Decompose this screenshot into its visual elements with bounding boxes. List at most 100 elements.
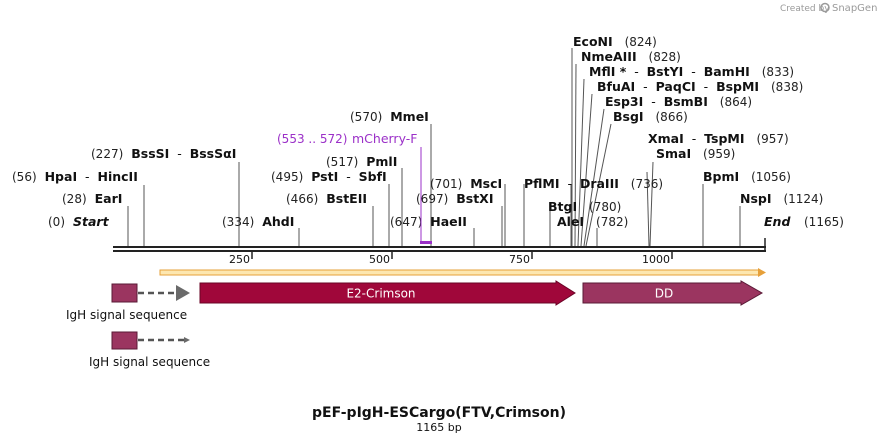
site-position: (1056) [751, 170, 791, 184]
tick-label-250: 250 [229, 253, 250, 266]
enzyme-name: MscI [470, 176, 502, 191]
restriction-site-label[interactable]: (701) MscI [430, 176, 502, 191]
tick-label-1000: 1000 [642, 253, 670, 266]
site-position: (334) [222, 215, 254, 229]
separator: - [338, 169, 358, 184]
map-length: 1165 bp [416, 421, 461, 434]
primer-name: mCherry-F [352, 131, 417, 146]
enzyme-name: NspI [740, 191, 772, 206]
restriction-site-label[interactable]: (56) HpaI - HincII [12, 169, 138, 184]
primer-mark [420, 241, 432, 244]
site-position: (957) [756, 132, 788, 146]
enzyme-name: AhdI [262, 214, 294, 229]
restriction-site-labels: (28) EarI (56) HpaI - HincII (227) BssSI -… [12, 34, 823, 229]
restriction-site-label[interactable]: XmaI - TspMI (957) [648, 131, 789, 146]
restriction-site-label[interactable]: (334) AhdI [222, 214, 294, 229]
separator: - [635, 79, 655, 94]
enzyme-name: BstXI [456, 191, 493, 206]
end-position: (1165) [804, 215, 844, 229]
feature-e2-crimson[interactable]: E2-Crimson [199, 280, 576, 306]
enzyme-name: Esp3I [605, 94, 643, 109]
primer-mcherry-f[interactable]: (553 .. 572) mCherry-F [277, 131, 432, 244]
enzyme-name: AleI [557, 214, 584, 229]
enzyme-name: BstEII [326, 191, 367, 206]
separator: - [696, 79, 716, 94]
enzyme-name: BssSαI [190, 146, 237, 161]
enzyme-name: TspMI [704, 131, 744, 146]
enzyme-name: BsmBI [664, 94, 708, 109]
orf-arrow[interactable] [159, 268, 766, 277]
site-position: (647) [390, 215, 422, 229]
tick-label-750: 750 [509, 253, 530, 266]
site-position: (517) [326, 155, 358, 169]
site-position: (864) [720, 95, 752, 109]
site-position: (697) [416, 192, 448, 206]
separator: - [684, 131, 704, 146]
enzyme-name: BssSI [131, 146, 169, 161]
restriction-site-label[interactable]: BfuAI - PaqCI - BspMI (838) [597, 79, 803, 94]
enzyme-name: BsgI [613, 109, 644, 124]
ruler: 250 500 750 1000 [229, 252, 673, 266]
restriction-site-label[interactable]: SmaI (959) [656, 146, 735, 161]
sequence-backbone [113, 238, 766, 252]
site-position: (824) [625, 35, 657, 49]
restriction-site-label[interactable]: BtgI (780) [548, 199, 621, 214]
feature-label: IgH signal sequence [66, 308, 187, 322]
feature-igh-signal-2[interactable]: IgH signal sequence [89, 331, 210, 369]
enzyme-name: MmeI [390, 109, 429, 124]
start-label: Start [73, 214, 110, 229]
enzyme-name: SbfI [359, 169, 387, 184]
restriction-site-label[interactable]: AleI (782) [557, 214, 628, 229]
enzyme-name: PstI [311, 169, 338, 184]
site-position: (28) [62, 192, 87, 206]
restriction-site-label[interactable]: (517) PmlI [326, 154, 397, 169]
site-position: (570) [350, 110, 382, 124]
enzyme-name: PflMI [524, 176, 560, 191]
site-position: (838) [771, 80, 803, 94]
enzyme-name: BfuAI [597, 79, 635, 94]
site-position: (1124) [783, 192, 823, 206]
credit-brand: SnapGene [832, 3, 878, 14]
site-position: (227) [91, 147, 123, 161]
feature-arrowhead [184, 337, 190, 343]
feature-dd[interactable]: DD [582, 280, 764, 306]
enzyme-name: HpaI [45, 169, 78, 184]
restriction-site-label[interactable]: BpmI (1056) [703, 169, 791, 184]
site-connectors [127, 48, 741, 247]
restriction-site-label[interactable]: MflI * - BstYI - BamHI (833) [589, 64, 794, 79]
enzyme-name: BamHI [704, 64, 750, 79]
restriction-site-label[interactable]: (227) BssSI - BssSαI [91, 146, 236, 161]
restriction-site-label[interactable]: NmeAIII (828) [581, 49, 681, 64]
enzyme-name: PaqCI [656, 79, 696, 94]
site-position: (866) [656, 110, 688, 124]
restriction-site-label[interactable]: NspI (1124) [740, 191, 823, 206]
credit-text: Created by [780, 4, 830, 14]
separator: - [643, 94, 663, 109]
feature-arrowhead [176, 285, 190, 301]
restriction-site-label[interactable]: (697) BstXI [416, 191, 493, 206]
restriction-site-label[interactable]: (495) PstI - SbfI [271, 169, 387, 184]
restriction-site-label[interactable]: (647) HaeII [390, 214, 467, 229]
restriction-site-label[interactable]: EcoNI (824) [573, 34, 657, 49]
separator: - [560, 176, 580, 191]
feature-igh-signal-1[interactable]: IgH signal sequence [66, 283, 190, 322]
feature-label: E2-Crimson [346, 287, 415, 301]
separator: - [169, 146, 189, 161]
restriction-site-label[interactable]: (466) BstEII [286, 191, 367, 206]
restriction-site-label[interactable]: (28) EarI [62, 191, 122, 206]
enzyme-name: EarI [95, 191, 123, 206]
enzyme-name: BspMI [716, 79, 759, 94]
restriction-site-label[interactable]: PflMI - DraIII (736) [524, 176, 663, 191]
primer-range: (553 .. 572) [277, 132, 347, 146]
site-position: (780) [589, 200, 621, 214]
restriction-site-label[interactable]: BsgI (866) [613, 109, 688, 124]
enzyme-name: BstYI [647, 64, 684, 79]
enzyme-name: HaeII [430, 214, 467, 229]
map-ends: (0) Start End (1165) [48, 214, 844, 229]
site-position: (959) [703, 147, 735, 161]
snapgene-credit: Created by SnapGene [780, 2, 878, 14]
enzyme-name: EcoNI [573, 34, 613, 49]
restriction-site-label[interactable]: Esp3I - BsmBI (864) [605, 94, 752, 109]
restriction-site-label[interactable]: (570) MmeI [350, 109, 429, 124]
